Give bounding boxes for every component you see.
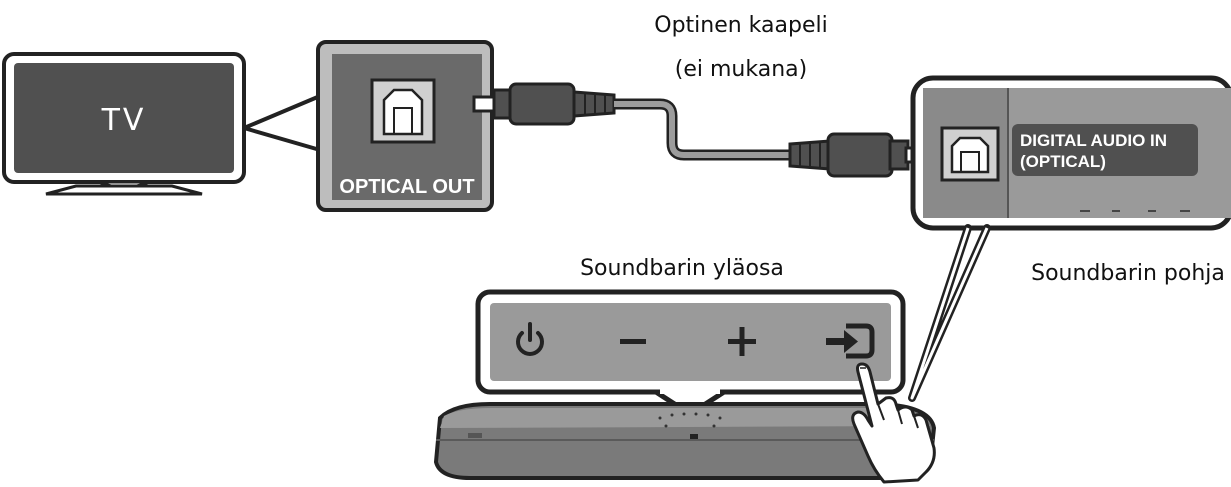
- cable-plug-left: [508, 82, 576, 126]
- digital-in-label-box: [1012, 124, 1198, 176]
- soundbar-controls-callout: [475, 289, 906, 417]
- soundbar-top-label: Soundbarin yläosa: [580, 256, 784, 281]
- optical-out-label: OPTICAL OUT: [339, 176, 474, 198]
- digital-in-label-line2: (OPTICAL): [1020, 152, 1106, 171]
- optical-out-pointer: [242, 94, 322, 152]
- tv-label: TV: [101, 103, 147, 138]
- digital-in-socket: [950, 136, 990, 174]
- plus-icon[interactable]: [728, 327, 756, 356]
- minus-icon[interactable]: [620, 339, 646, 344]
- cable-label-line2: (ei mukana): [675, 57, 807, 82]
- digital-in-label-line1: DIGITAL AUDIO IN: [1020, 131, 1167, 150]
- optical-out-socket: [382, 88, 424, 136]
- digital-in-pointer: [910, 227, 989, 400]
- optical-out-callout: OPTICAL OUT: [242, 40, 494, 212]
- pointing-hand-icon: [851, 362, 936, 484]
- cable-label-line1: Optinen kaapeli: [654, 13, 827, 38]
- tv-stand: [45, 184, 203, 196]
- power-icon[interactable]: [516, 322, 544, 356]
- digital-audio-in-callout: DIGITAL AUDIO IN (OPTICAL): [908, 75, 1231, 402]
- soundbar-bottom-label: Soundbarin pohja: [1031, 261, 1225, 286]
- tv-illustration: TV: [2, 52, 246, 196]
- soundbar-logo: [468, 433, 482, 438]
- cable-plug-right: [826, 132, 894, 178]
- cable-wire: [614, 101, 790, 158]
- optical-cable: [472, 82, 930, 178]
- controls-panel: [490, 303, 891, 381]
- tv-screen: [14, 63, 234, 173]
- soundbar-illustration: [433, 402, 937, 480]
- source-input-icon[interactable]: [826, 323, 875, 359]
